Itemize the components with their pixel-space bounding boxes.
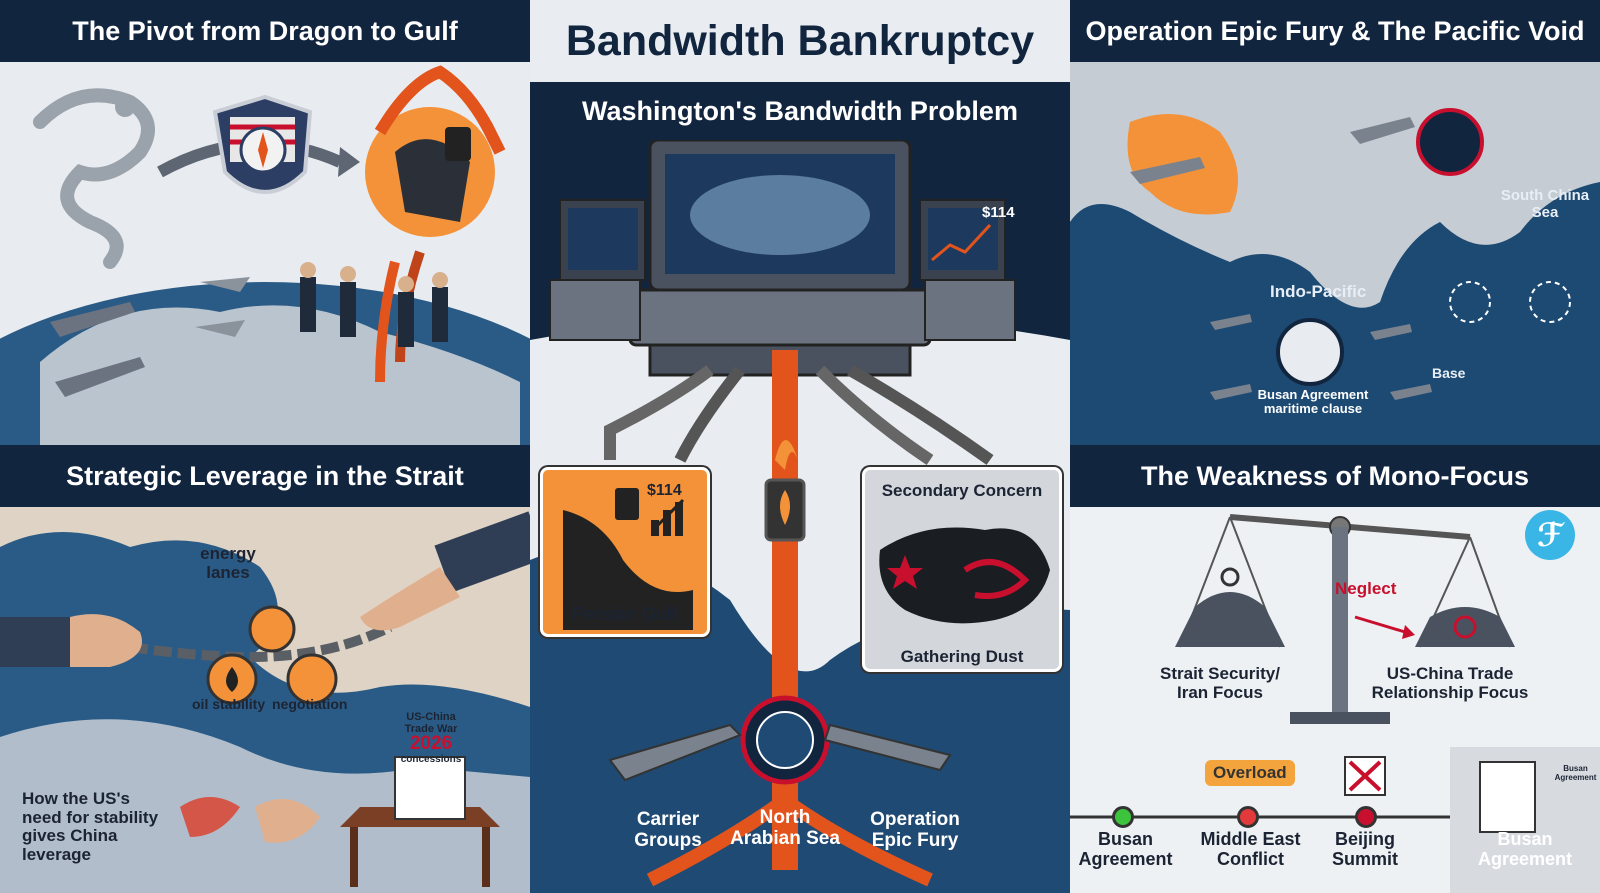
timeline-label-busan: Busan Agreement: [1078, 829, 1173, 869]
scale-icon: [1175, 514, 1515, 724]
south-china-sea-label: South China Sea: [1500, 187, 1590, 221]
leverage-illustration: [0, 511, 530, 893]
sign-year: 2026: [409, 733, 453, 754]
pivot-illustration: [0, 65, 530, 445]
panel-title-mono-focus: The Weakness of Mono-Focus: [1070, 445, 1600, 507]
seal-icon: [1416, 108, 1484, 176]
brand-logo-icon: ℱ: [1525, 510, 1575, 560]
sign-line3: concessions: [400, 754, 462, 765]
compass-shield-icon: [212, 94, 313, 194]
gulf-price: $114: [647, 482, 682, 499]
gulf-map-icon: [563, 488, 693, 630]
carrier-icon: [50, 302, 145, 397]
secondary-concern-card: Secondary Concern Gathering Dust: [862, 467, 1062, 672]
pipeline-icon: [772, 350, 798, 870]
computer-terminal-icon: [549, 140, 1016, 377]
timeline-label-mideast: Middle East Conflict: [1200, 829, 1301, 869]
panel-bandwidth: Bandwidth Bankruptcy Washington's Bandwi…: [530, 0, 1070, 893]
panel-pivot: The Pivot from Dragon to Gulf: [0, 0, 530, 445]
timeline-dot-busan: [1112, 806, 1134, 828]
handshake-icon: [286, 653, 338, 705]
energy-lanes-label: energy lanes: [200, 544, 256, 582]
gulf-label: Persian Gulf: [571, 604, 679, 624]
operation-epic-fury-label: Operation Epic Fury: [870, 809, 960, 851]
gear-icon: [248, 605, 296, 653]
pacific-map: [1070, 62, 1600, 400]
jet-icon: [195, 277, 250, 337]
dragon-icon: [963, 559, 1030, 599]
gathering-dust-label: Gathering Dust: [900, 647, 1024, 666]
scale-illustration: [1070, 514, 1600, 893]
main-title: Bandwidth Bankruptcy: [530, 0, 1070, 82]
trade-war-sign: [394, 756, 466, 820]
chain-icon: [129, 622, 393, 663]
monitor-price: $114: [982, 204, 1015, 221]
strait-security-label: Strait Security/ Iran Focus: [1160, 664, 1280, 702]
indo-pacific-label: Indo-Pacific: [1270, 282, 1367, 301]
sign-line1: US-China: [406, 711, 456, 723]
persian-gulf-card: $114 Persian Gulf: [540, 467, 710, 637]
panel-title-epic-fury: Operation Epic Fury & The Pacific Void: [1070, 0, 1600, 62]
panel-title-leverage: Strategic Leverage in the Strait: [0, 445, 530, 507]
timeline-dot-beijing: [1355, 806, 1377, 828]
base-label: Base: [1432, 365, 1466, 381]
panel-epic-fury: Operation Epic Fury & The Pacific Void S…: [1070, 0, 1600, 445]
document-icon: [1479, 761, 1536, 833]
seal-icon: [740, 695, 830, 785]
neglect-label: Neglect: [1335, 579, 1397, 598]
carrier-icon: [608, 723, 952, 782]
panel-leverage: Strategic Leverage in the Strait energy …: [0, 445, 530, 893]
secondary-concern-label: Secondary Concern: [881, 481, 1043, 500]
busan-clause-label: Busan Agreement maritime clause: [1257, 387, 1369, 417]
negotiation-label: negotiation: [272, 696, 348, 712]
burning-gulf-icon: [365, 65, 506, 237]
oil-barrel-icon: [445, 127, 471, 161]
carrier-groups-label: Carrier Groups: [634, 809, 702, 851]
trade-relationship-label: US-China Trade Relationship Focus: [1371, 664, 1529, 702]
panel-subtitle-bandwidth: Washington's Bandwidth Problem: [530, 82, 1070, 140]
panel-mono-focus: The Weakness of Mono-Focus ℱ Neglect Str…: [1070, 445, 1600, 893]
left-hand-icon: [0, 614, 142, 667]
overload-badge: Overload: [1205, 760, 1295, 786]
oil-stability-label: oil stability: [192, 696, 266, 712]
china-map-icon: [879, 527, 1050, 624]
diplomats-group: [300, 262, 448, 347]
right-hand-icon: [360, 511, 530, 631]
scroll-icon: [1276, 318, 1344, 386]
timeline-label-busan-final: Busan Agreement: [1477, 829, 1573, 869]
doc-label: Busan Agreement: [1554, 764, 1597, 782]
timeline-label-beijing: Beijing Summit: [1331, 829, 1398, 869]
sign-line2: Trade War: [404, 723, 458, 735]
panel-title-pivot: The Pivot from Dragon to Gulf: [0, 0, 530, 62]
timeline-dot-mideast: [1237, 806, 1259, 828]
north-arabian-sea-label: North Arabian Sea: [730, 807, 840, 849]
dragon-icon: [33, 88, 155, 269]
leverage-caption: How the US's need for stability gives Ch…: [22, 789, 159, 865]
oil-barrel-icon: [615, 488, 639, 520]
